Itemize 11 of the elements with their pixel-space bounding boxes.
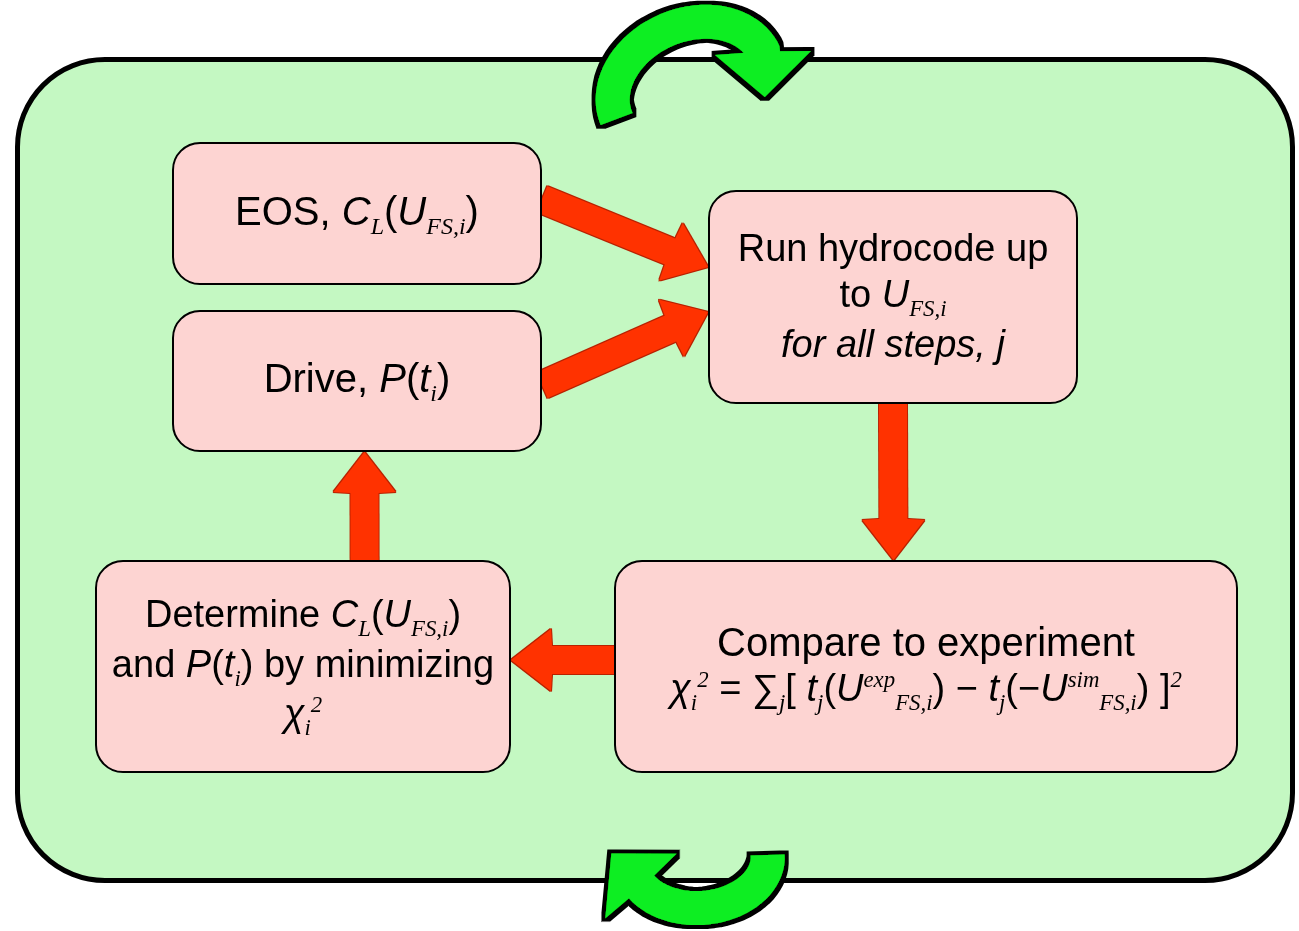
process-box	[708, 190, 1078, 404]
process-box	[172, 310, 542, 452]
box-text: Drive, P(t$_{i}$)	[263, 355, 451, 408]
loop-background-box	[15, 57, 1295, 883]
process-box	[172, 142, 542, 285]
box-text: Run hydrocode up to U$_{FS,i}$	[736, 226, 1050, 322]
box-text: EOS, C$_{L}$(U$_{FS,i}$)	[235, 187, 479, 241]
box-text: for all steps, j	[781, 321, 1005, 367]
process-box	[95, 560, 511, 773]
process-box	[614, 560, 1238, 773]
box-text: Compare to experiment	[717, 618, 1135, 666]
